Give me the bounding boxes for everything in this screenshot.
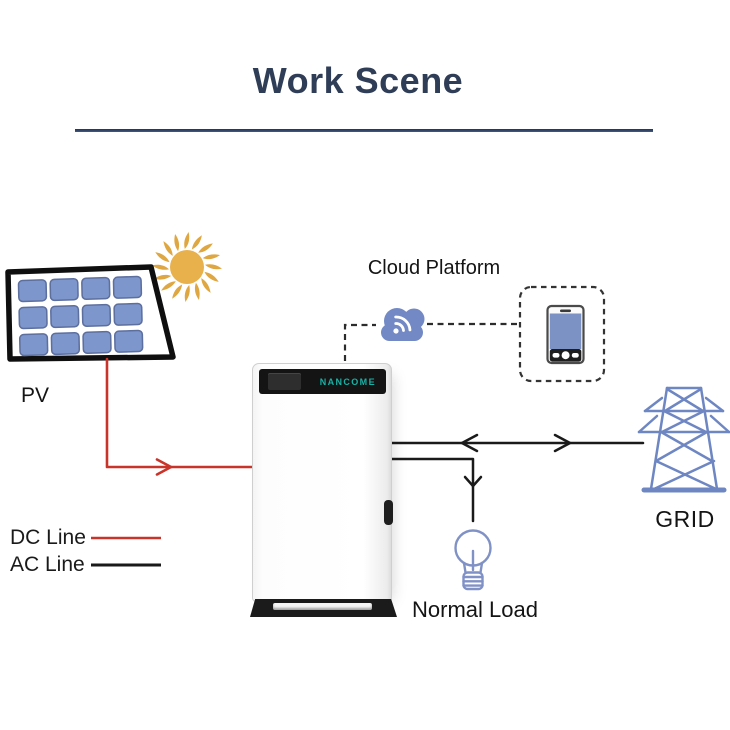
dc-line bbox=[105, 357, 256, 476]
sun-icon bbox=[152, 232, 222, 302]
pv-label: PV bbox=[21, 384, 50, 407]
lightbulb-icon bbox=[454, 529, 492, 591]
energy-storage-unit: NANCOME bbox=[252, 363, 392, 602]
cloud-icon bbox=[381, 308, 425, 341]
legend-item-ac: AC Line bbox=[10, 551, 162, 578]
wifi-icon bbox=[393, 315, 412, 334]
ac-line-load bbox=[389, 457, 483, 523]
solar-panel-icon bbox=[5, 264, 176, 362]
legend: DC Line AC Line bbox=[10, 524, 162, 578]
smartphone-icon bbox=[518, 285, 606, 383]
legend-dc-swatch bbox=[91, 536, 161, 539]
cloud-platform-label: Cloud Platform bbox=[367, 257, 501, 279]
ac-line-grid bbox=[389, 433, 645, 453]
unit-side-handle bbox=[384, 500, 393, 525]
grid-tower-icon bbox=[637, 386, 730, 493]
title-divider bbox=[75, 129, 653, 132]
unit-control-panel: NANCOME bbox=[259, 369, 386, 394]
legend-ac-swatch bbox=[91, 563, 161, 566]
cloud-link-lines bbox=[343, 322, 518, 361]
unit-brand-logo: NANCOME bbox=[319, 377, 376, 387]
unit-base bbox=[250, 599, 397, 617]
normal-load-label: Normal Load bbox=[412, 597, 538, 622]
page-title: Work Scene bbox=[252, 60, 464, 101]
grid-label: GRID bbox=[655, 506, 715, 532]
unit-display-screen bbox=[268, 373, 301, 390]
legend-item-dc: DC Line bbox=[10, 524, 162, 551]
legend-dc-label: DC Line bbox=[10, 525, 86, 549]
legend-ac-label: AC Line bbox=[10, 552, 85, 576]
unit-base-slot bbox=[273, 603, 372, 610]
